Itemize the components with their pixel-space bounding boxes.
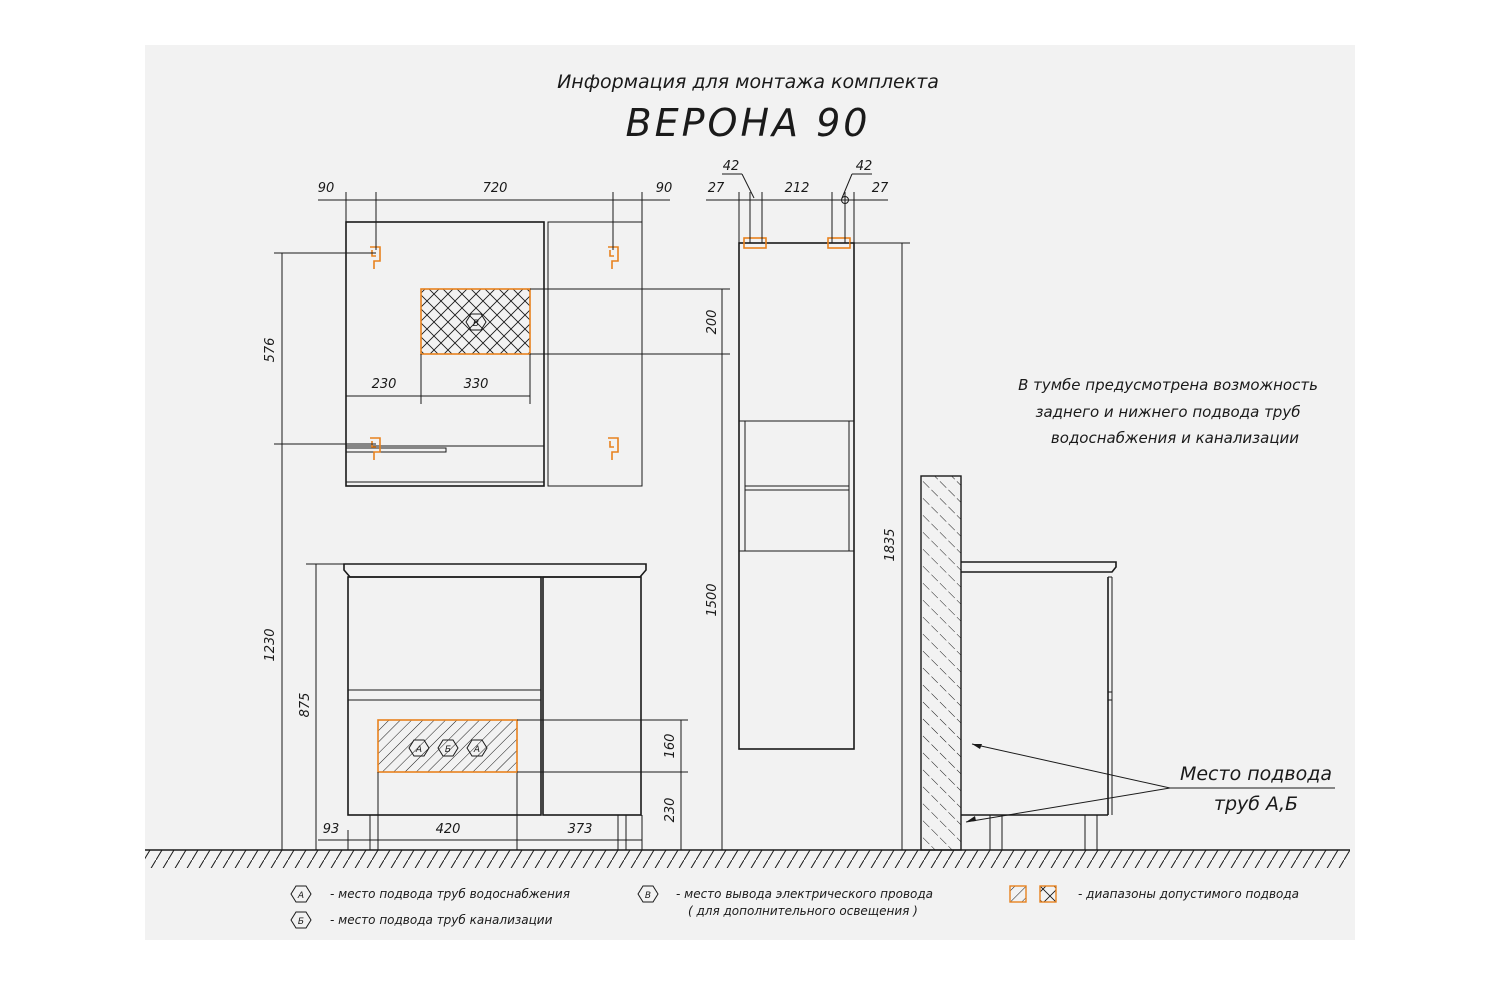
svg-text:А: А bbox=[297, 891, 304, 901]
dim-plumbing-height: 160 bbox=[663, 734, 678, 759]
dim-mirror-right: 90 bbox=[656, 181, 673, 196]
hex-marker-b: Б bbox=[437, 739, 459, 757]
hook-icon bbox=[608, 437, 619, 460]
legend-a-text: - место подвода труб водоснабжения bbox=[330, 887, 570, 901]
dim-plumbing-width: 420 bbox=[436, 822, 461, 837]
dim-plumbing-left: 93 bbox=[323, 822, 340, 837]
hook-icon bbox=[370, 246, 381, 269]
side-view bbox=[920, 475, 1335, 851]
dim-column-between: 212 bbox=[785, 181, 810, 196]
floor bbox=[145, 849, 1350, 868]
dim-column-edge-right: 27 bbox=[872, 181, 889, 196]
dim-column-edge-left: 27 bbox=[708, 181, 725, 196]
svg-text:А: А bbox=[415, 745, 422, 755]
electrical-position-dimensions: 230 330 bbox=[346, 354, 531, 404]
dim-column-hook-right: 42 bbox=[856, 159, 873, 174]
dim-electrical-left: 230 bbox=[372, 377, 397, 392]
note-line2: заднего и нижнего подвода труб bbox=[1036, 403, 1301, 421]
legend: А - место подвода труб водоснабжения Б -… bbox=[290, 885, 1299, 929]
dim-column-height-lower: 1500 bbox=[705, 583, 720, 616]
dim-column-hook-left: 42 bbox=[723, 159, 740, 174]
vanity-unit: А Б А bbox=[343, 563, 647, 851]
installation-note: В тумбе предусмотрена возможность заднег… bbox=[1018, 376, 1318, 447]
dim-mirror-left: 90 bbox=[318, 181, 335, 196]
plumbing-horizontal-dimensions: 93 420 373 bbox=[318, 772, 643, 850]
dim-vanity-height: 875 bbox=[298, 693, 313, 718]
mirror-height-dimension: 576 bbox=[263, 252, 376, 446]
dim-mirror-width: 720 bbox=[483, 181, 508, 196]
electrical-zone bbox=[420, 288, 531, 355]
column-height-dimensions: 1835 1500 bbox=[705, 242, 910, 850]
legend-v-text2: ( для дополнительного освещения ) bbox=[688, 904, 918, 918]
note-line1: В тумбе предусмотрена возможность bbox=[1018, 376, 1318, 394]
legend-v-text1: - место вывода электрического провода bbox=[676, 887, 933, 901]
hook-icon bbox=[370, 437, 381, 460]
hex-marker-a: А bbox=[408, 739, 430, 757]
svg-text:Б: Б bbox=[445, 745, 451, 755]
svg-text:Б: Б bbox=[298, 917, 304, 927]
legend-range-text: - диапазоны допустимого подвода bbox=[1078, 887, 1299, 901]
legend-hex-v: В bbox=[637, 885, 659, 903]
tall-column bbox=[738, 237, 855, 750]
dim-mirror-bottom: 1230 bbox=[263, 628, 278, 661]
note-line3: водоснабжения и канализации bbox=[1051, 429, 1299, 447]
legend-hatch-swatch bbox=[1009, 885, 1027, 903]
title-model: ВЕРОНА 90 bbox=[626, 101, 871, 145]
column-top-dimensions: 42 42 27 212 27 bbox=[706, 159, 889, 243]
dim-mirror-height: 576 bbox=[263, 338, 278, 363]
dim-electrical-height: 200 bbox=[705, 310, 720, 335]
legend-hex-a: А bbox=[290, 885, 312, 903]
dim-electrical-width: 330 bbox=[464, 377, 489, 392]
electrical-height-dimension: 200 bbox=[530, 288, 730, 355]
mirror-top-dimensions: 90 720 90 bbox=[318, 181, 673, 250]
mirror-cabinet: В bbox=[345, 221, 643, 487]
hex-marker-a: А bbox=[466, 739, 488, 757]
hook-icon bbox=[608, 246, 619, 269]
hex-marker-v bbox=[465, 313, 487, 331]
plumbing-vertical-dimensions: 160 230 bbox=[517, 719, 688, 850]
legend-b-text: - место подвода труб канализации bbox=[330, 913, 553, 927]
vanity-height-dimensions: 1230 875 bbox=[263, 446, 344, 850]
callout-line2: труб А,Б bbox=[1214, 793, 1298, 815]
svg-text:В: В bbox=[645, 891, 651, 901]
dim-plumbing-right: 373 bbox=[568, 822, 593, 837]
legend-hex-b: Б bbox=[290, 911, 312, 929]
wall bbox=[920, 475, 962, 851]
callout-line1: Место подвода bbox=[1180, 763, 1332, 785]
dim-plumbing-floor-gap: 230 bbox=[663, 798, 678, 823]
svg-text:А: А bbox=[473, 745, 480, 755]
dim-column-height-total: 1835 bbox=[883, 528, 898, 561]
title-subtitle: Информация для монтажа комплекта bbox=[557, 71, 939, 93]
plumbing-zone bbox=[377, 719, 518, 773]
column-hook-icon bbox=[743, 237, 767, 249]
legend-cross-swatch bbox=[1039, 885, 1057, 903]
hex-label-v: В bbox=[473, 319, 479, 329]
